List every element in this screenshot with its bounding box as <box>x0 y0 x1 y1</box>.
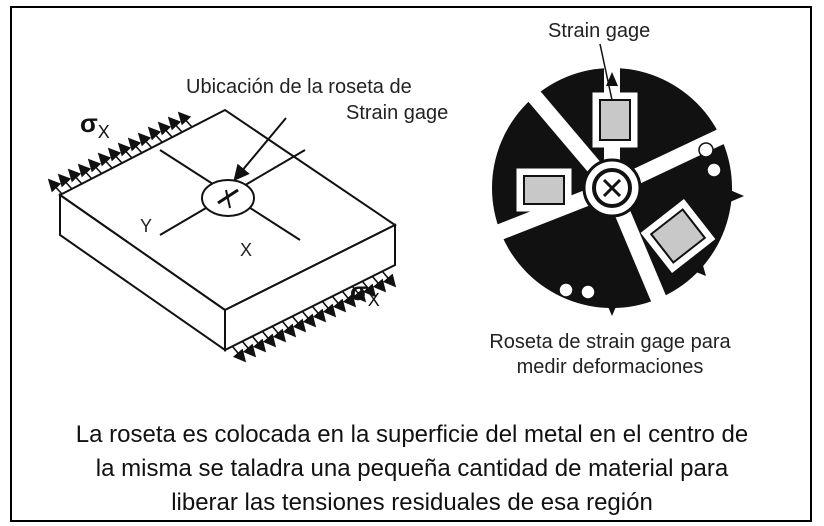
gage-grid-top <box>592 92 638 148</box>
description-text: La roseta es colocada en la superficie d… <box>20 418 804 520</box>
sigma-symbol: σ <box>80 108 98 138</box>
description-line1: La roseta es colocada en la superficie d… <box>75 421 749 448</box>
tension-arrows-top <box>47 111 193 195</box>
rosette-location <box>159 149 306 241</box>
axis-label-y: Y <box>140 216 153 236</box>
callout-label-line1: Ubicación de la roseta de <box>186 76 412 98</box>
description-line3: liberar las tensiones residuales de esa … <box>171 489 653 516</box>
gage-leader-line <box>599 43 613 101</box>
metal-plate <box>58 108 397 352</box>
strain-gage-label: Strain gage <box>548 20 651 42</box>
description-line2: la misma se taladra una pequeña cantidad… <box>95 455 729 482</box>
sigma-subscript: X <box>97 122 110 143</box>
axis-label-x: X <box>240 240 253 260</box>
rosette-caption: Roseta de strain gage para medir deforma… <box>440 330 780 380</box>
solder-tabs <box>558 142 722 300</box>
gage-grid-left <box>516 168 572 212</box>
sigma-symbol: σ <box>350 276 368 306</box>
gage-grid-diagonal <box>640 198 716 274</box>
callout-label-line2: Strain gage <box>346 102 449 124</box>
sigma-subscript: X <box>367 290 380 311</box>
rosette-caption-line2: medir deformaciones <box>516 356 704 378</box>
rosette-caption-line1: Roseta de strain gage para <box>489 331 731 353</box>
tension-arrows-bottom <box>231 270 397 363</box>
stress-label-bottom: σX <box>350 276 380 311</box>
stress-label-top: σX <box>80 108 110 143</box>
callout-arrow <box>233 117 287 182</box>
